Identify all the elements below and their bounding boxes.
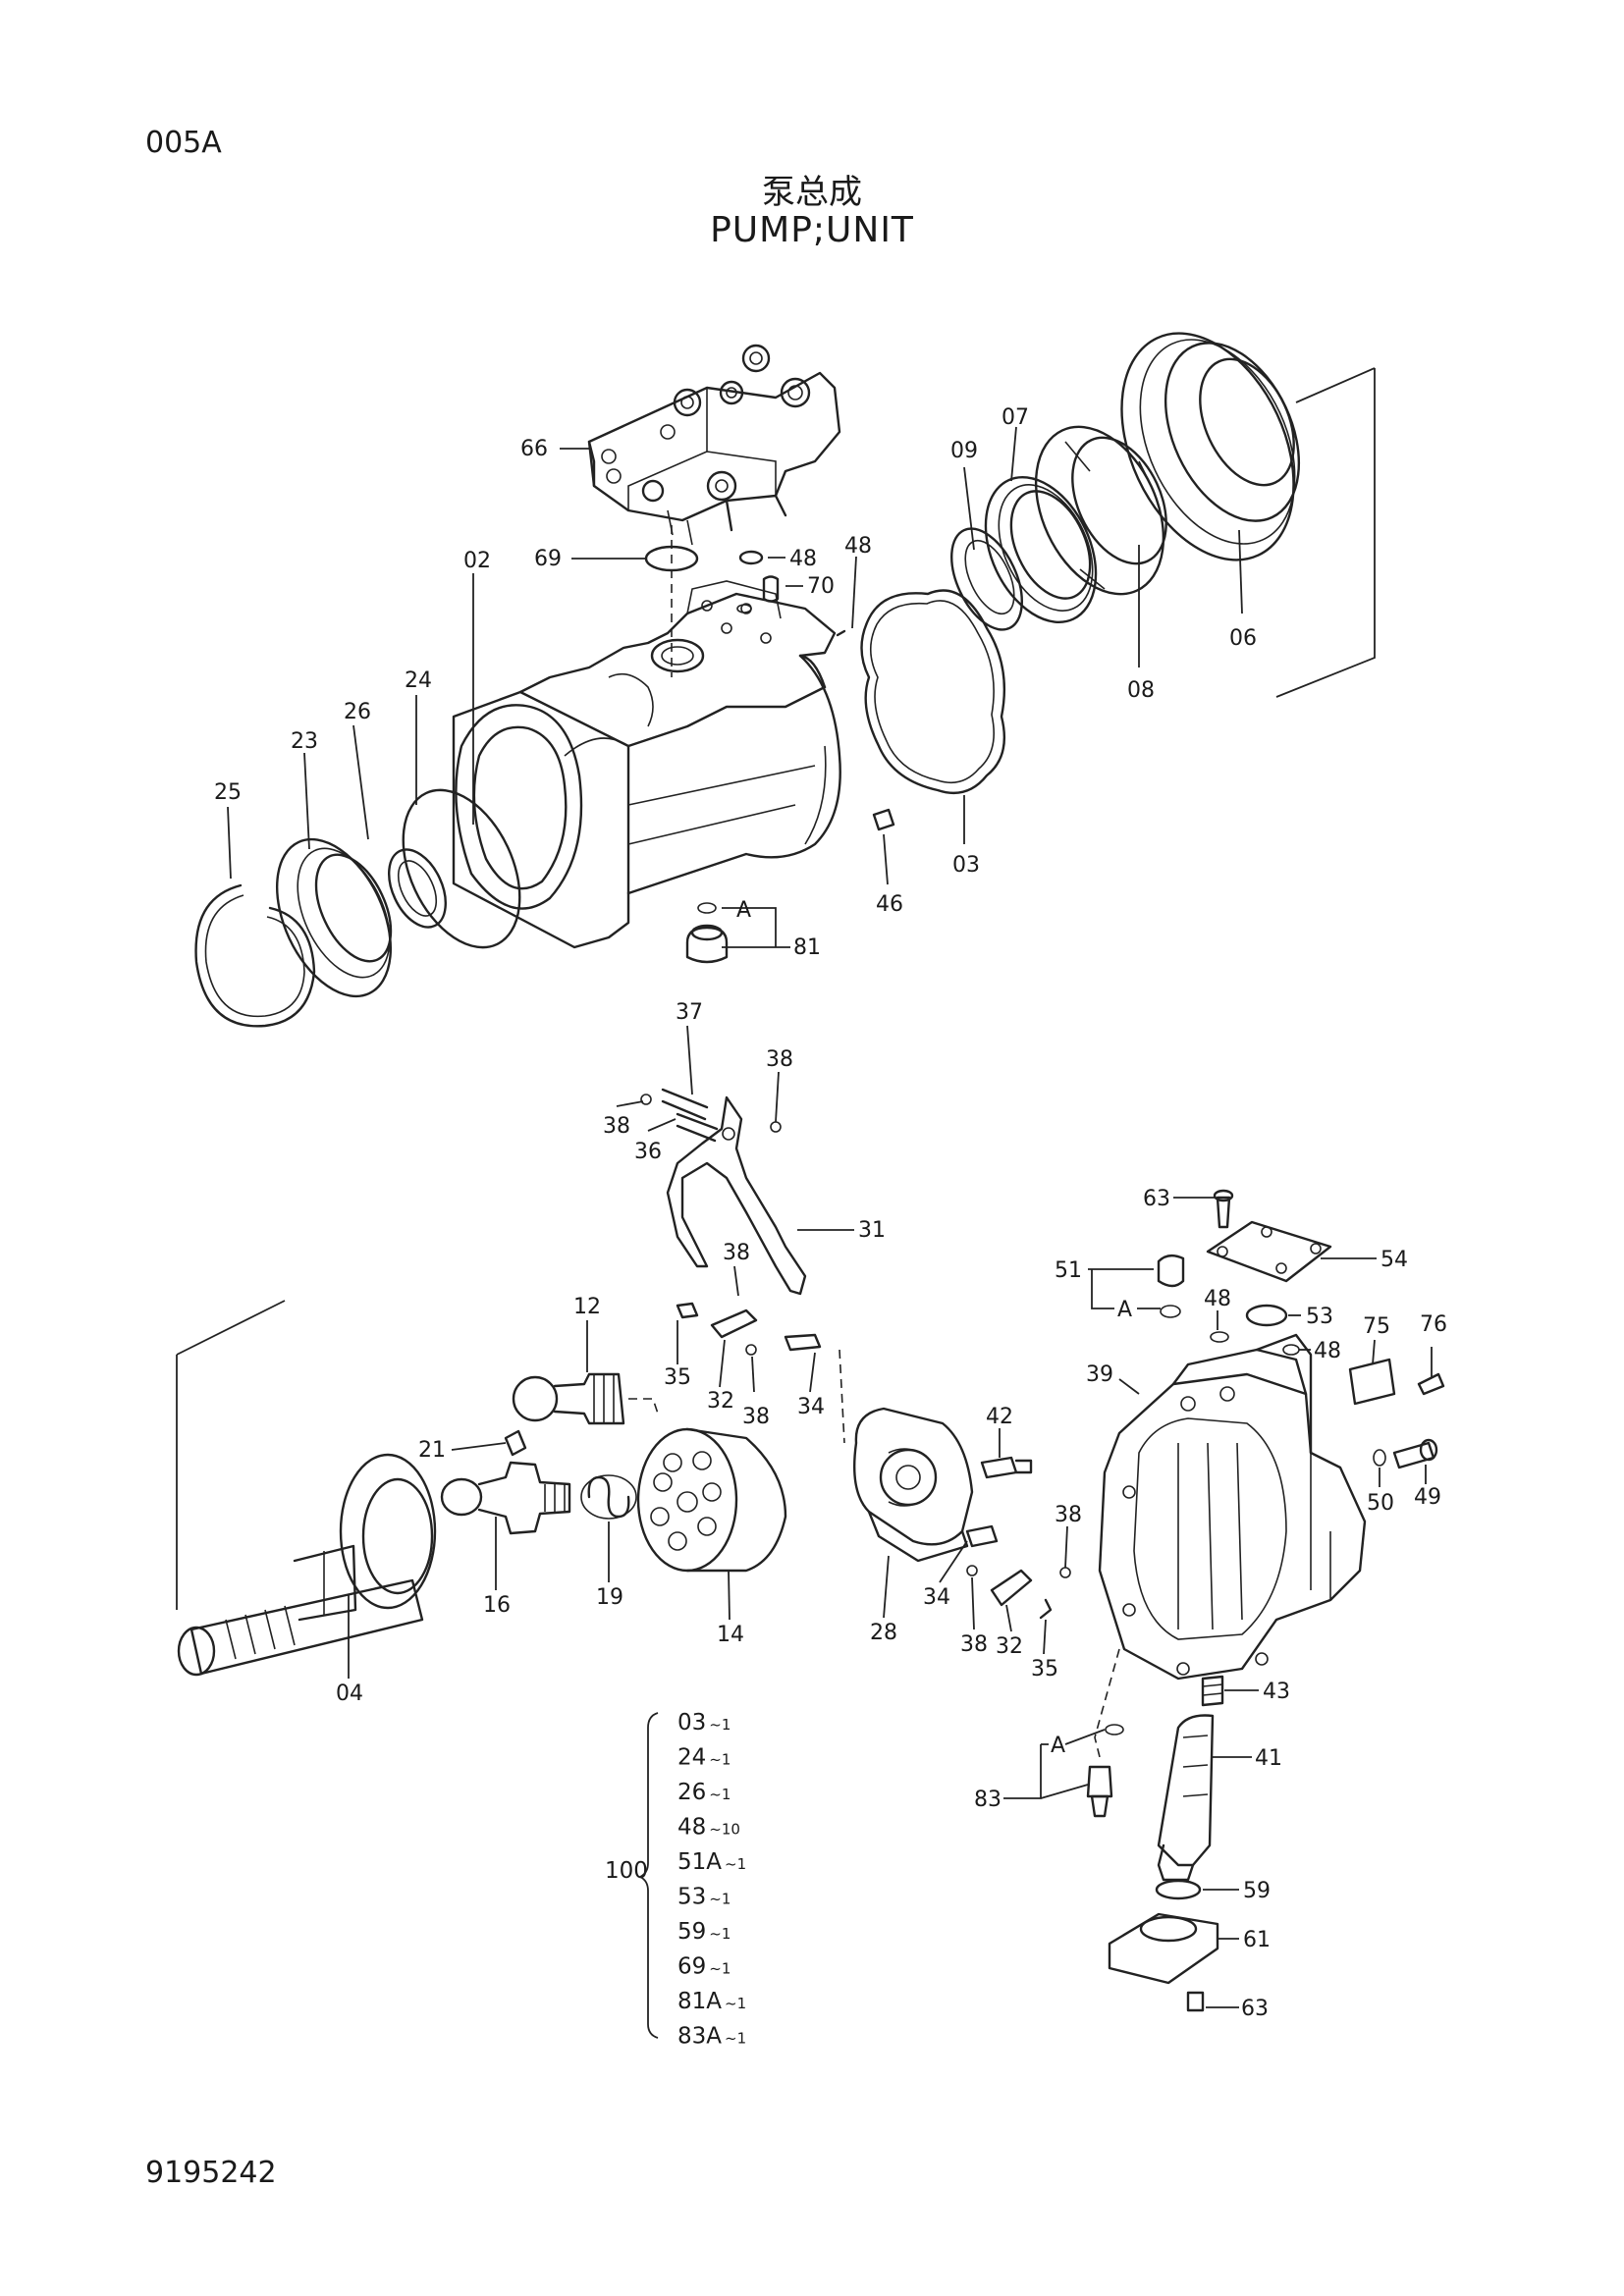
callout-32: 32 (707, 1389, 734, 1414)
callout-43: 43 (1263, 1680, 1290, 1704)
callout-a: A (1051, 1734, 1065, 1758)
callout-49: 49 (1414, 1485, 1441, 1510)
kit-number: 100 (605, 1858, 648, 1884)
callout-12: 12 (573, 1295, 601, 1319)
callout-32: 32 (996, 1634, 1023, 1659)
linkage-assembly (176, 1025, 1120, 1758)
callout-76: 76 (1420, 1312, 1447, 1337)
callout-34: 34 (797, 1395, 825, 1419)
callout-08: 08 (1127, 678, 1155, 703)
callout-35: 35 (1031, 1657, 1058, 1682)
callout-48: 48 (789, 547, 817, 571)
callout-81: 81 (793, 935, 821, 960)
callout-38: 38 (723, 1241, 750, 1265)
callout-31: 31 (858, 1218, 886, 1243)
callout-14: 14 (717, 1623, 744, 1647)
callout-07: 07 (1001, 405, 1029, 430)
valve-plate-28-drawing (853, 1407, 974, 1563)
callout-63: 63 (1143, 1187, 1170, 1211)
callout-16: 16 (483, 1593, 511, 1618)
callout-37: 37 (676, 1000, 703, 1025)
callout-41: 41 (1255, 1746, 1282, 1771)
kit-list: 100 03~1 24~1 26~1 48~10 51A~1 53~1 59~1 69~1 81… (605, 1710, 746, 2050)
bearing-stack-drawing (950, 332, 1301, 631)
callout-50: 50 (1367, 1491, 1394, 1516)
callout-48: 48 (1204, 1287, 1231, 1311)
callout-34: 34 (923, 1585, 950, 1610)
drive-shaft-04-drawing (177, 1453, 437, 1677)
callout-labels: 66 69 02 48 70 48 09 07 08 06 03 46 81 A… (214, 405, 1447, 2021)
pump-casing-drawing (452, 580, 841, 949)
gasket-03-drawing (860, 589, 1006, 795)
snap-ring-25-drawing (194, 883, 316, 1028)
kit-item: 53~1 (677, 1885, 731, 1910)
callout-61: 61 (1243, 1928, 1271, 1952)
callout-63: 63 (1241, 1997, 1269, 2021)
callout-38: 38 (1055, 1503, 1082, 1527)
kit-item: 51A~1 (677, 1849, 746, 1875)
kit-items: 03~1 24~1 26~1 48~10 51A~1 53~1 59~1 69~1 81A~1 8… (677, 1710, 746, 2050)
callout-51: 51 (1055, 1258, 1082, 1283)
callout-38: 38 (960, 1632, 988, 1657)
callout-19: 19 (596, 1585, 623, 1610)
callout-a: A (736, 898, 751, 923)
callout-06: 06 (1229, 626, 1257, 651)
callout-24: 24 (405, 668, 432, 693)
callout-38: 38 (742, 1405, 770, 1429)
kit-item: 83A~1 (677, 2024, 746, 2050)
callout-28: 28 (870, 1621, 897, 1645)
callout-54: 54 (1380, 1248, 1408, 1272)
title-chinese: 泵总成 (762, 173, 862, 212)
title-english: PUMP;UNIT (710, 210, 914, 250)
callout-46: 46 (876, 892, 903, 917)
callout-03: 03 (952, 853, 980, 878)
callout-09: 09 (950, 439, 978, 463)
kit-item: 81A~1 (677, 1989, 746, 2014)
callout-39: 39 (1086, 1362, 1113, 1387)
callout-48: 48 (1314, 1339, 1341, 1363)
callout-69: 69 (534, 547, 562, 571)
cylinder-block-14-drawing (636, 1427, 787, 1573)
kit-item: 48~10 (677, 1815, 740, 1841)
regulator-block-drawing (587, 344, 841, 546)
callout-25: 25 (214, 780, 242, 805)
callout-53: 53 (1306, 1305, 1333, 1329)
callout-48: 48 (844, 534, 872, 559)
callout-21: 21 (418, 1438, 446, 1463)
callout-04: 04 (336, 1682, 363, 1706)
callout-66: 66 (520, 437, 548, 461)
kit-item: 69~1 (677, 1954, 731, 1980)
callout-35: 35 (664, 1365, 691, 1390)
lever-31-drawing (666, 1095, 807, 1296)
callout-83: 83 (974, 1788, 1001, 1812)
callout-36: 36 (634, 1140, 662, 1164)
callout-42: 42 (986, 1405, 1013, 1429)
callout-38: 38 (766, 1047, 793, 1072)
kit-item: 03~1 (677, 1710, 731, 1735)
callout-38: 38 (603, 1114, 630, 1139)
callout-02: 02 (463, 549, 491, 573)
spool-41-drawing (1157, 1714, 1215, 1867)
callout-a: A (1117, 1298, 1132, 1322)
kit-item: 26~1 (677, 1780, 731, 1805)
valve-cover-39-drawing (1098, 1333, 1367, 1681)
seal-24-drawing (402, 788, 521, 949)
upper-assembly (194, 332, 1376, 1028)
callout-75: 75 (1363, 1314, 1390, 1339)
valve-cover-assembly (1003, 1189, 1445, 2012)
callout-59: 59 (1243, 1879, 1271, 1903)
callout-70: 70 (807, 574, 835, 599)
page-code: 005A (145, 126, 222, 160)
figure-code: 9195242 (145, 2156, 277, 2190)
kit-item: 59~1 (677, 1919, 731, 1945)
callout-23: 23 (291, 729, 318, 754)
callout-26: 26 (344, 700, 371, 724)
kit-item: 24~1 (677, 1745, 731, 1771)
